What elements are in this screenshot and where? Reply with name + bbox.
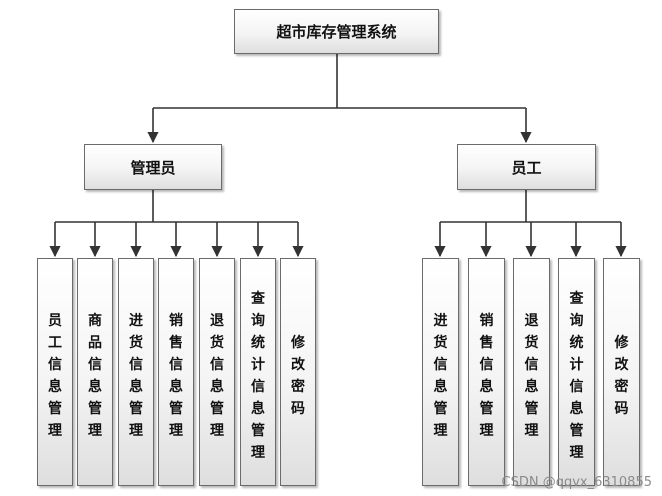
watermark-text: CSDN @qqvx_6310855 xyxy=(501,475,652,490)
admin-label: 管理员 xyxy=(130,158,176,177)
staff-function-label: 查询统计信息管理 xyxy=(569,291,584,461)
admin-function-sales-info: 销售信息管理 xyxy=(158,258,194,486)
admin-function-staff-info: 员工信息管理 xyxy=(37,258,73,486)
admin-function-product-info: 商品信息管理 xyxy=(77,258,113,486)
admin-function-label: 员工信息管理 xyxy=(48,313,62,439)
admin-function-label: 修改密码 xyxy=(291,335,305,417)
staff-function-label: 进货信息管理 xyxy=(433,313,448,439)
admin-function-label: 退货信息管理 xyxy=(210,313,224,439)
root-node: 超市库存管理系统 xyxy=(234,9,439,54)
admin-function-label: 查询统计信息管理 xyxy=(251,291,265,461)
root-label: 超市库存管理系统 xyxy=(276,23,397,41)
staff-function-sales-info: 销售信息管理 xyxy=(468,258,505,486)
admin-function-purchase-info: 进货信息管理 xyxy=(118,258,154,486)
admin-function-change-password: 修改密码 xyxy=(280,258,316,486)
staff-function-label: 退货信息管理 xyxy=(524,313,539,439)
staff-label: 员工 xyxy=(511,158,542,177)
admin-function-label: 进货信息管理 xyxy=(129,313,143,439)
staff-function-return-info: 退货信息管理 xyxy=(513,258,550,486)
admin-node: 管理员 xyxy=(84,144,222,190)
staff-node: 员工 xyxy=(457,144,596,190)
staff-function-label: 销售信息管理 xyxy=(479,313,494,439)
admin-function-query-stats: 查询统计信息管理 xyxy=(240,258,276,486)
admin-function-return-info: 退货信息管理 xyxy=(199,258,235,486)
staff-function-purchase-info: 进货信息管理 xyxy=(422,258,459,486)
staff-function-label: 修改密码 xyxy=(614,335,629,417)
admin-function-label: 销售信息管理 xyxy=(169,313,183,439)
staff-function-query-stats: 查询统计信息管理 xyxy=(558,258,595,486)
admin-function-label: 商品信息管理 xyxy=(88,313,102,439)
staff-function-change-password: 修改密码 xyxy=(603,258,640,486)
